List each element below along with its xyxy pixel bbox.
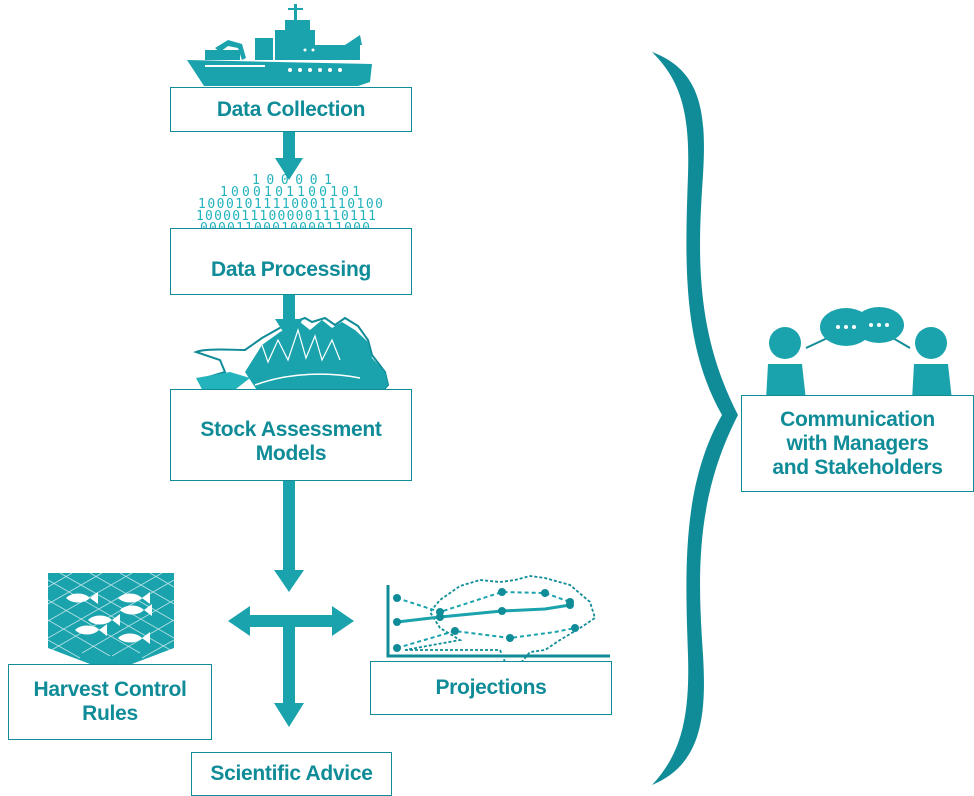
conversation-people-icon xyxy=(766,307,952,400)
harvest-control-label-line2: Rules xyxy=(82,702,138,725)
cross-arrows xyxy=(228,606,354,727)
scientific-advice-label: Scientific Advice xyxy=(210,762,373,785)
projections-box: Projections xyxy=(370,661,612,715)
stock-assessment-box: Stock Assessment Models xyxy=(170,389,412,481)
fishing-net-icon xyxy=(47,572,175,672)
communication-label-line1: Communication xyxy=(780,407,935,431)
projections-label: Projections xyxy=(435,676,547,699)
stock-assessment-label-line1: Stock Assessment xyxy=(200,418,382,441)
scientific-advice-box: Scientific Advice xyxy=(191,752,392,796)
curly-brace xyxy=(652,52,738,785)
harvest-control-box: Harvest Control Rules xyxy=(8,664,212,740)
projection-chart-icon xyxy=(386,575,610,665)
flow-arrows xyxy=(274,131,304,592)
data-processing-label: Data Processing xyxy=(210,258,372,281)
harvest-control-label-line1: Harvest Control xyxy=(33,678,187,701)
research-ship-icon xyxy=(187,4,372,86)
data-collection-label: Data Collection xyxy=(216,97,366,121)
data-processing-box: Data Processing xyxy=(170,228,412,295)
data-collection-box: Data Collection xyxy=(170,87,412,132)
communication-label-line2: with Managers xyxy=(786,431,929,455)
svg-text:10000111000001110111: 10000111000001110111 xyxy=(196,209,376,224)
communication-box: Communication with Managers and Stakehol… xyxy=(741,395,974,492)
svg-text:1000101100101: 1000101100101 xyxy=(220,185,360,200)
stock-assessment-label-line2: Models xyxy=(255,442,327,465)
communication-label-line3: and Stakeholders xyxy=(772,455,943,479)
